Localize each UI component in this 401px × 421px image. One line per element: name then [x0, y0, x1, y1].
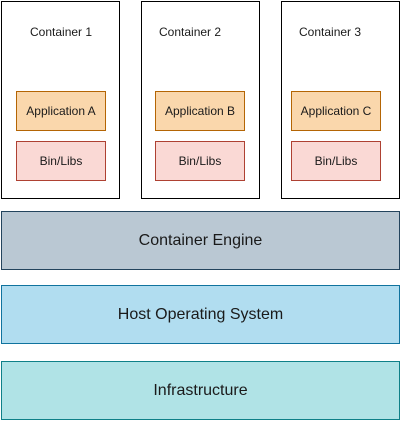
container-2-label: Container 2 [159, 25, 222, 39]
application-b-box: Application B [155, 91, 245, 131]
container-1-box: Container 1 Application A Bin/Libs [1, 1, 120, 199]
application-a-box: Application A [16, 91, 106, 131]
container-1-bin-libs-box: Bin/Libs [16, 141, 106, 181]
infrastructure-layer: Infrastructure [1, 361, 400, 420]
container-engine-layer: Container Engine [1, 211, 400, 270]
container-3-bin-libs-box: Bin/Libs [291, 141, 381, 181]
host-operating-system-layer: Host Operating System [1, 285, 400, 344]
container-1-label: Container 1 [30, 25, 93, 39]
container-3-label: Container 3 [299, 25, 362, 39]
container-3-box: Container 3 Application C Bin/Libs [281, 1, 400, 199]
container-2-box: Container 2 Application B Bin/Libs [141, 1, 260, 199]
container-2-bin-libs-box: Bin/Libs [155, 141, 245, 181]
application-c-box: Application C [291, 91, 381, 131]
